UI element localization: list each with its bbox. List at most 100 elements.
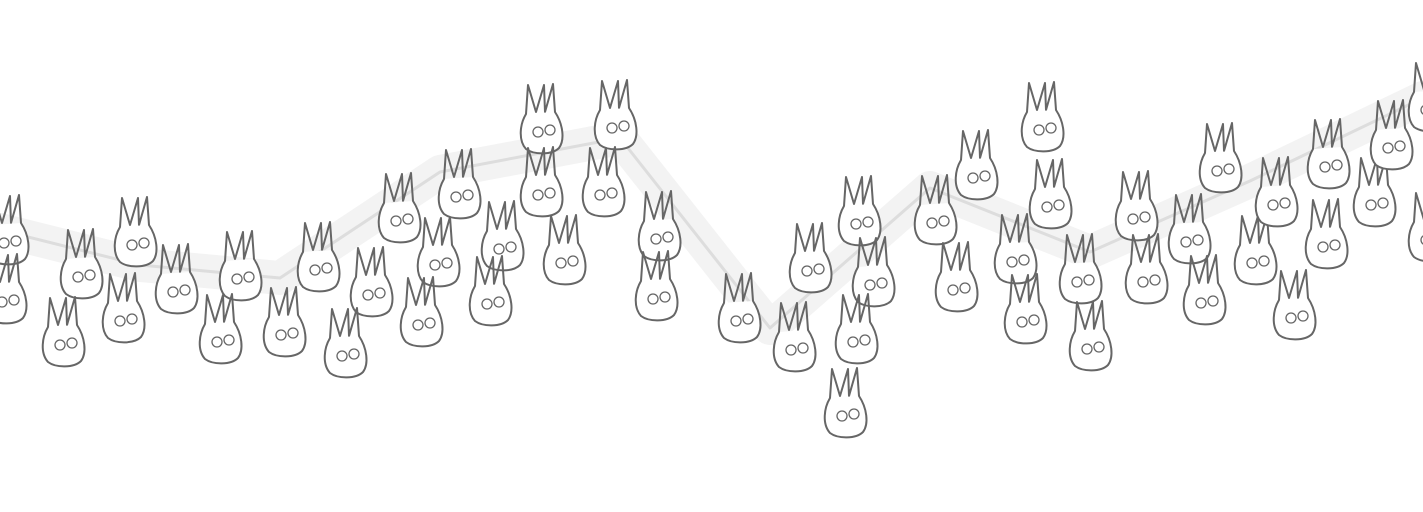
bunny-eye-left — [390, 215, 402, 227]
bunny-body — [519, 174, 564, 218]
bunny-body — [0, 281, 28, 325]
bunny-body — [1198, 150, 1243, 194]
bunny-body — [437, 176, 482, 220]
data-point-bunny-icon — [198, 293, 243, 365]
bunny-eye-right — [544, 124, 556, 136]
bunny-ears — [1204, 122, 1235, 154]
data-point-bunny-icon — [1124, 233, 1169, 305]
data-point-bunny-icon — [0, 194, 30, 266]
bunny-body — [1068, 328, 1113, 372]
bunny-eye-left — [847, 336, 859, 348]
bunny-eye-left — [1195, 297, 1207, 309]
data-point-bunny-icon — [1058, 233, 1103, 305]
bunny-body — [154, 271, 199, 315]
bunny-body — [954, 157, 999, 201]
bunny-eye-left — [850, 218, 862, 230]
data-point-bunny-icon — [637, 190, 682, 262]
bunny-body — [399, 304, 444, 348]
bunny-ears — [107, 272, 138, 304]
data-point-bunny-icon — [581, 146, 626, 218]
bunny-body — [198, 321, 243, 365]
bunny-body — [934, 269, 979, 313]
bunny-eye-left — [801, 265, 813, 277]
bunny-eye-left — [650, 233, 662, 245]
data-point-bunny-icon — [416, 216, 461, 288]
bunny-eye-left — [1041, 201, 1053, 213]
bunny-eye-left — [0, 237, 10, 249]
bunny-body — [993, 241, 1038, 285]
bunny-eye-right — [797, 342, 809, 354]
bunny-eye-right — [959, 282, 971, 294]
bunny-eye-right — [1045, 122, 1057, 134]
bunny-eye-left — [72, 271, 84, 283]
bunny-ears — [723, 272, 754, 304]
bunny-ears — [857, 236, 888, 268]
bunny-eye-left — [1137, 276, 1149, 288]
bunny-ears — [1260, 156, 1291, 188]
bunny-ears — [1074, 300, 1105, 332]
bunny-eye-left — [947, 284, 959, 296]
bunny-ears — [383, 172, 414, 204]
bunny-ears — [268, 286, 299, 318]
bunny-eye-right — [1377, 197, 1389, 209]
bunny-body — [1020, 109, 1065, 153]
data-point-bunny-icon — [934, 241, 979, 313]
bunny-ears — [1310, 198, 1341, 230]
data-point-bunny-icon — [542, 214, 587, 286]
data-point-bunny-icon — [634, 250, 679, 322]
data-point-bunny-icon — [101, 272, 146, 344]
data-point-bunny-icon — [1369, 99, 1414, 171]
bunny-ears — [1375, 99, 1406, 131]
bunny-body — [1407, 91, 1423, 132]
bunny-body — [41, 324, 86, 368]
bunny-eye-right — [1053, 199, 1065, 211]
bunny-ears — [0, 194, 22, 224]
bunny-eye-left — [1285, 312, 1297, 324]
bunny-body — [1124, 261, 1169, 305]
bunny-eye-left — [785, 344, 797, 356]
bunny-eye-left — [1081, 343, 1093, 355]
data-point-bunny-icon — [349, 246, 394, 318]
data-point-bunny-icon — [1407, 62, 1423, 132]
bunny-ears — [525, 146, 556, 178]
bunny-body — [468, 283, 513, 327]
bunny-ears — [1413, 192, 1423, 223]
bunny-eye-right — [662, 231, 674, 243]
data-point-bunny-icon — [519, 146, 564, 218]
data-point-bunny-icon — [823, 367, 868, 439]
bunny-ears — [0, 253, 20, 283]
bunny-ears — [794, 222, 825, 254]
bunny-eye-right — [742, 313, 754, 325]
data-point-bunny-icon — [717, 272, 762, 344]
bunny-eye-right — [1258, 255, 1270, 267]
bunny-eye-left — [412, 319, 424, 331]
bunny-body — [101, 300, 146, 344]
bunny-body — [1028, 186, 1073, 230]
data-point-bunny-icon — [1306, 118, 1351, 190]
bunny-eye-left — [532, 126, 544, 138]
bunny-eye-left — [555, 257, 567, 269]
bunny-eye-right — [66, 337, 78, 349]
data-point-bunny-icon — [296, 221, 341, 293]
bunny-eye-left — [926, 217, 938, 229]
bunny-eye-right — [606, 187, 618, 199]
bunny-eye-right — [848, 408, 860, 420]
bunny-body — [1352, 184, 1397, 228]
bunny-eye-right — [493, 296, 505, 308]
bunny-eye-right — [1297, 310, 1309, 322]
bunny-ears — [204, 293, 235, 325]
bunny-eye-left — [1267, 199, 1279, 211]
bunny-eye-left — [429, 259, 441, 271]
data-point-bunny-icon — [954, 129, 999, 201]
bunny-ears — [999, 213, 1030, 245]
bunny-body — [834, 321, 879, 365]
bunny-body — [1254, 184, 1299, 228]
bunny-ears — [599, 79, 630, 111]
bunny-ears — [643, 190, 674, 222]
bunny-eye-right — [1083, 274, 1095, 286]
bunny-eye-left — [532, 189, 544, 201]
bunny-eye-right — [505, 241, 517, 253]
bunny-ears — [587, 146, 618, 178]
bunny-eye-right — [1093, 341, 1105, 353]
